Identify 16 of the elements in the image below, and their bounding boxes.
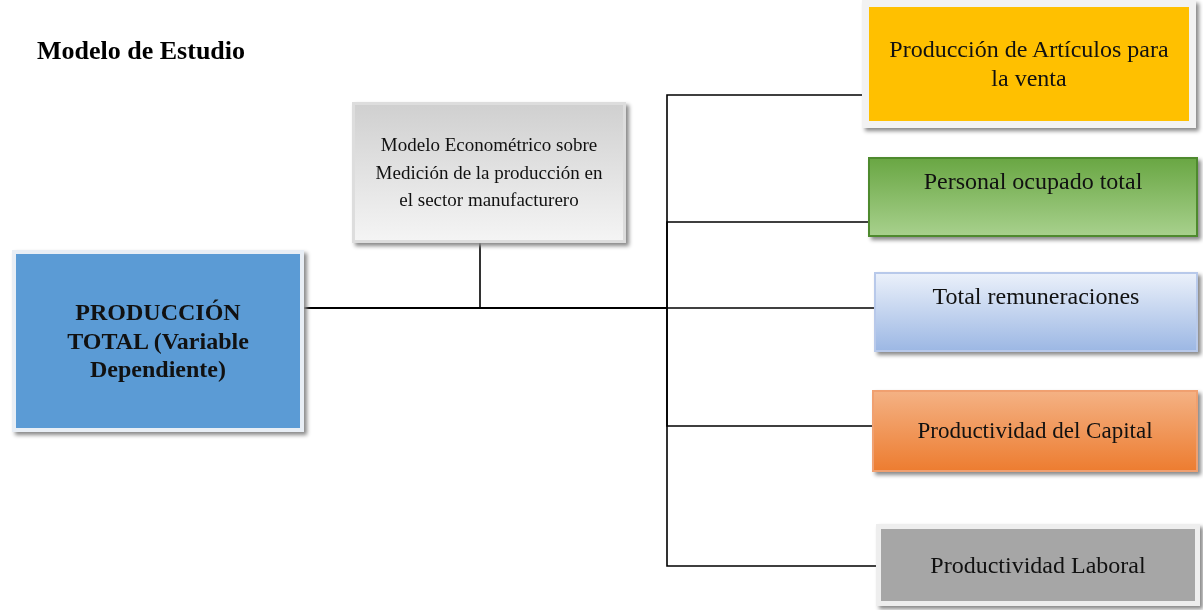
box-label: Personal ocupado total xyxy=(923,167,1143,196)
box xyxy=(874,272,1198,352)
diagram-title: Modelo de Estudio xyxy=(37,36,246,66)
box xyxy=(872,390,1198,472)
box xyxy=(868,157,1198,237)
box xyxy=(876,524,1200,606)
box xyxy=(12,250,304,432)
box xyxy=(352,102,626,243)
box-label: Modelo Econométrico sobre Medición de la producción en el sector manufacturero xyxy=(374,133,604,213)
connector-line xyxy=(303,242,481,309)
box xyxy=(862,0,1196,128)
box-label: Productividad del Capital xyxy=(917,417,1153,445)
box-label: Producción de Artículos para la venta xyxy=(888,35,1170,93)
box-label: Total remuneraciones xyxy=(932,282,1140,311)
box-label: Productividad Laboral xyxy=(930,550,1146,580)
box-label: PRODUCCIÓN TOTAL (Variable Dependiente) xyxy=(66,297,250,385)
